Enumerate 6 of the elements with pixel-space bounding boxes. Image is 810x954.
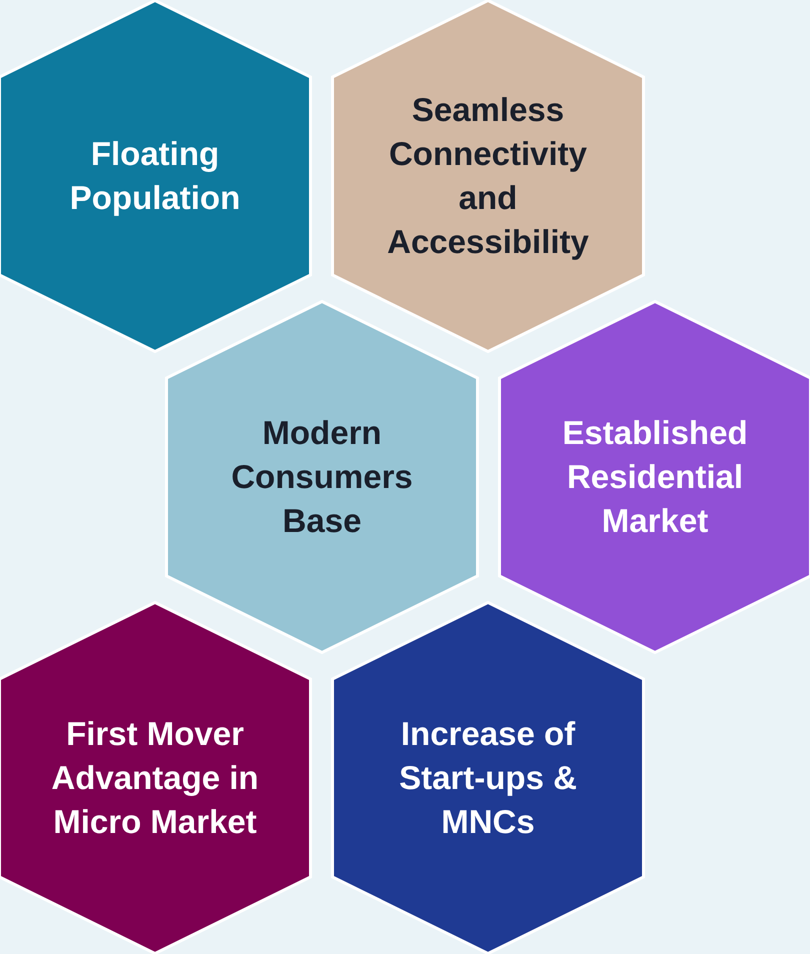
hexagon-label: Modern Consumers Base	[230, 413, 414, 541]
hexagon-label: Established Residential Market	[561, 413, 749, 541]
hexagon-label: Seamless Connectivity and Accessibility	[386, 90, 590, 262]
hexagon-label: Floating Population	[68, 134, 242, 218]
hexagon-label: Increase of Start-ups & MNCs	[398, 714, 578, 842]
hexagon-label: First Mover Advantage in Micro Market	[50, 714, 260, 842]
